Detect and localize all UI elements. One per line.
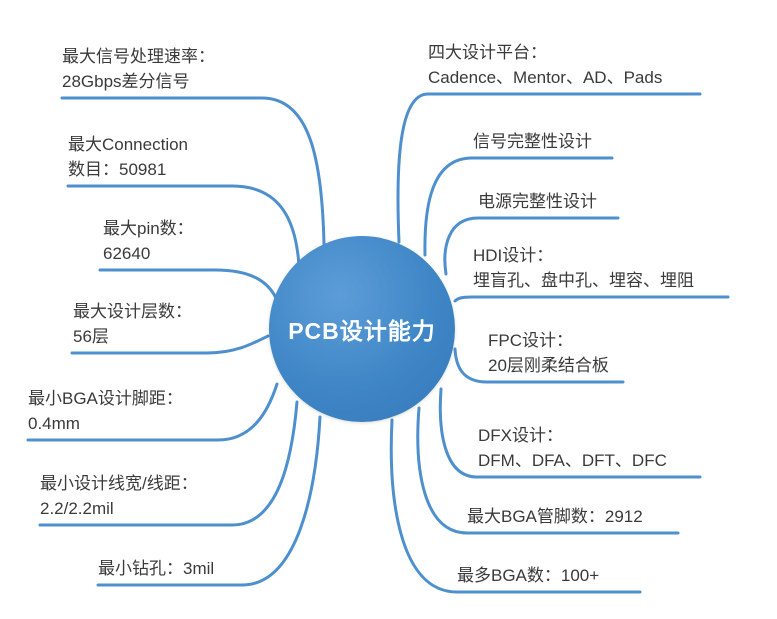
- branch-right-platforms: 四大设计平台： Cadence、Mentor、AD、Pads: [428, 40, 662, 90]
- branch-left-max-pin: 最大pin数： 62640: [103, 216, 194, 266]
- branch-right-dfx-design: DFX设计： DFM、DFA、DFT、DFC: [478, 423, 667, 473]
- branch-label: 最多BGA数：100+: [457, 566, 600, 585]
- branch-label: 最大BGA管脚数：2912: [467, 507, 643, 526]
- branch-label: 四大设计平台：: [428, 43, 547, 62]
- branch-right-power-integrity: 电源完整性设计: [478, 189, 597, 214]
- branch-right-signal-integrity: 信号完整性设计: [473, 129, 592, 154]
- branch-label: 最小钻孔：3mil: [98, 559, 215, 578]
- connector-path: [416, 406, 680, 535]
- branch-right-hdi-design: HDI设计： 埋盲孔、盘中孔、埋容、埋阻: [473, 243, 694, 293]
- center-node: PCB设计能力: [269, 236, 455, 422]
- branch-left-min-trace: 最小设计线宽/线距： 2.2/2.2mil: [40, 471, 198, 521]
- center-node-label: PCB设计能力: [288, 318, 436, 344]
- connector-path: [443, 216, 620, 276]
- branch-label: 最小BGA设计脚距：: [28, 389, 183, 408]
- branch-label: 埋盲孔、盘中孔、埋容、埋阻: [473, 271, 694, 290]
- connector-path: [423, 156, 614, 257]
- branch-label: 最大Connection: [68, 135, 189, 154]
- branch-left-min-bga-pitch: 最小BGA设计脚距： 0.4mm: [28, 386, 183, 436]
- branch-label: 0.4mm: [28, 414, 80, 433]
- connector-path: [453, 295, 730, 303]
- branch-left-signal-rate: 最大信号处理速率： 28Gbps差分信号: [62, 44, 215, 94]
- connector-path: [66, 184, 301, 268]
- branch-right-max-bga-pins: 最大BGA管脚数：2912: [467, 504, 643, 529]
- connector-path: [26, 382, 279, 442]
- branch-label: 最小设计线宽/线距：: [40, 474, 198, 493]
- branch-left-max-layers: 最大设计层数： 56层: [73, 299, 192, 349]
- branch-right-max-bga-count: 最多BGA数：100+: [457, 563, 599, 588]
- connector-path: [38, 400, 299, 527]
- branch-label: HDI设计：: [473, 246, 554, 265]
- connector-path: [438, 387, 702, 479]
- branch-label: DFX设计：: [478, 426, 563, 445]
- branch-label: 数目：50981: [68, 160, 167, 179]
- branch-label: 最大信号处理速率：: [62, 47, 215, 66]
- connector-path: [389, 418, 642, 594]
- branch-label: FPC设计：: [488, 331, 573, 350]
- connector-path: [453, 347, 625, 384]
- branch-label: 62640: [103, 244, 151, 263]
- branch-label: 2.2/2.2mil: [40, 499, 114, 518]
- connector-path: [96, 415, 322, 587]
- branch-label: 20层刚柔结合板: [488, 356, 609, 375]
- branch-label: Cadence、Mentor、AD、Pads: [428, 68, 663, 87]
- branch-left-connection-count: 最大Connection 数目：50981: [68, 132, 188, 182]
- branch-label: 28Gbps差分信号: [62, 72, 190, 91]
- connector-path: [98, 268, 278, 300]
- branch-label: 电源完整性设计: [478, 192, 597, 211]
- branch-label: 最大设计层数：: [73, 302, 192, 321]
- connector-path: [60, 96, 326, 246]
- branch-left-min-drill: 最小钻孔：3mil: [98, 556, 214, 581]
- branch-right-fpc-design: FPC设计： 20层刚柔结合板: [488, 328, 609, 378]
- branch-label: 最大pin数：: [103, 219, 194, 238]
- connector-path: [70, 334, 270, 355]
- branch-label: 56层: [73, 327, 109, 346]
- connector-path: [396, 92, 702, 244]
- branch-label: DFM、DFA、DFT、DFC: [478, 451, 667, 470]
- branch-label: 信号完整性设计: [473, 132, 592, 151]
